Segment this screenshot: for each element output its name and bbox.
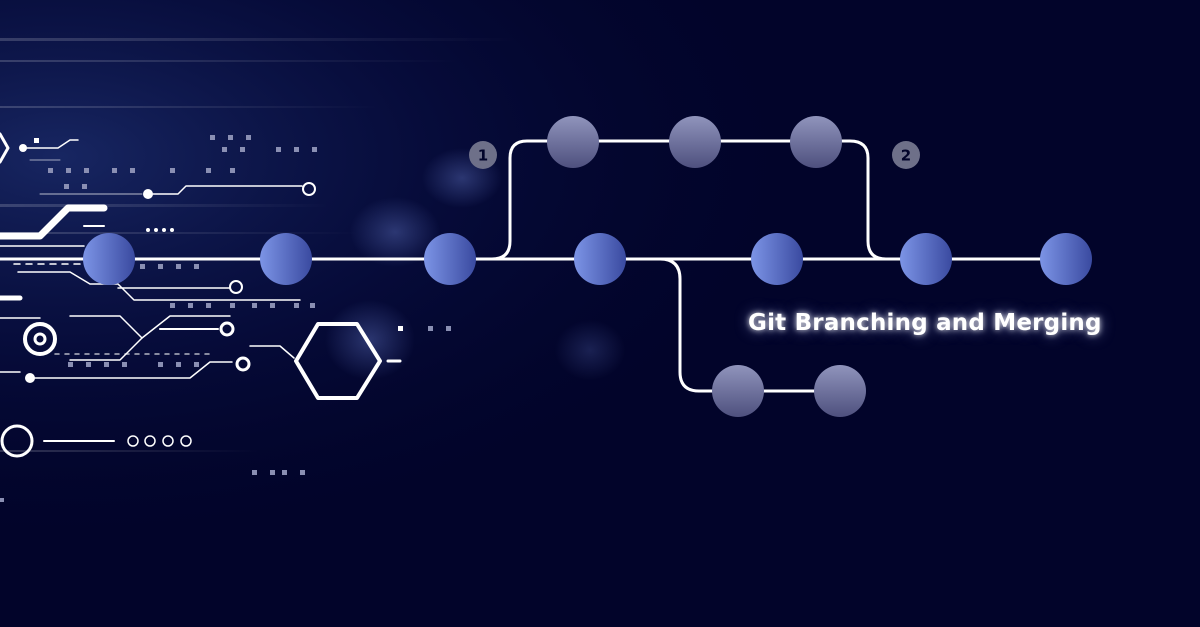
glow-spot <box>350 197 440 267</box>
diagram-title: Git Branching and Merging <box>748 310 1102 336</box>
badge-label: 2 <box>901 147 911 165</box>
branch-badge-2: 2 <box>892 141 920 169</box>
commit-node <box>424 233 476 285</box>
main-branch-commits <box>83 233 1092 285</box>
glow-spot <box>555 320 625 380</box>
upper-branch-commits <box>547 116 842 168</box>
commit-node <box>1040 233 1092 285</box>
circuit-ring <box>0 424 34 458</box>
circuit-ring <box>302 182 316 196</box>
pixel-squares <box>0 135 451 502</box>
target-ring <box>23 322 57 356</box>
commit-node <box>712 365 764 417</box>
thick-bar <box>0 204 108 240</box>
circuit-ring <box>219 321 235 337</box>
branch-badge-1: 1 <box>469 141 497 169</box>
badge-label: 1 <box>478 147 488 165</box>
circuit-ring <box>229 280 243 294</box>
commit-node <box>751 233 803 285</box>
glow-spot <box>325 300 415 380</box>
commit-node <box>547 116 599 168</box>
commit-node <box>790 116 842 168</box>
commit-node <box>814 365 866 417</box>
light-streaks <box>0 38 520 452</box>
chevron-shape <box>0 132 10 164</box>
commit-node <box>83 233 135 285</box>
lower-branch-commits <box>712 365 866 417</box>
feature-branch-line-2 <box>658 257 842 393</box>
hexagon-shape <box>294 322 382 400</box>
merge-commit-node <box>900 233 952 285</box>
circuit-dot <box>143 189 153 199</box>
commit-node <box>574 233 626 285</box>
circuit-ring <box>235 356 251 372</box>
commit-node <box>260 233 312 285</box>
circuit-decoration <box>0 132 402 458</box>
commit-node <box>669 116 721 168</box>
